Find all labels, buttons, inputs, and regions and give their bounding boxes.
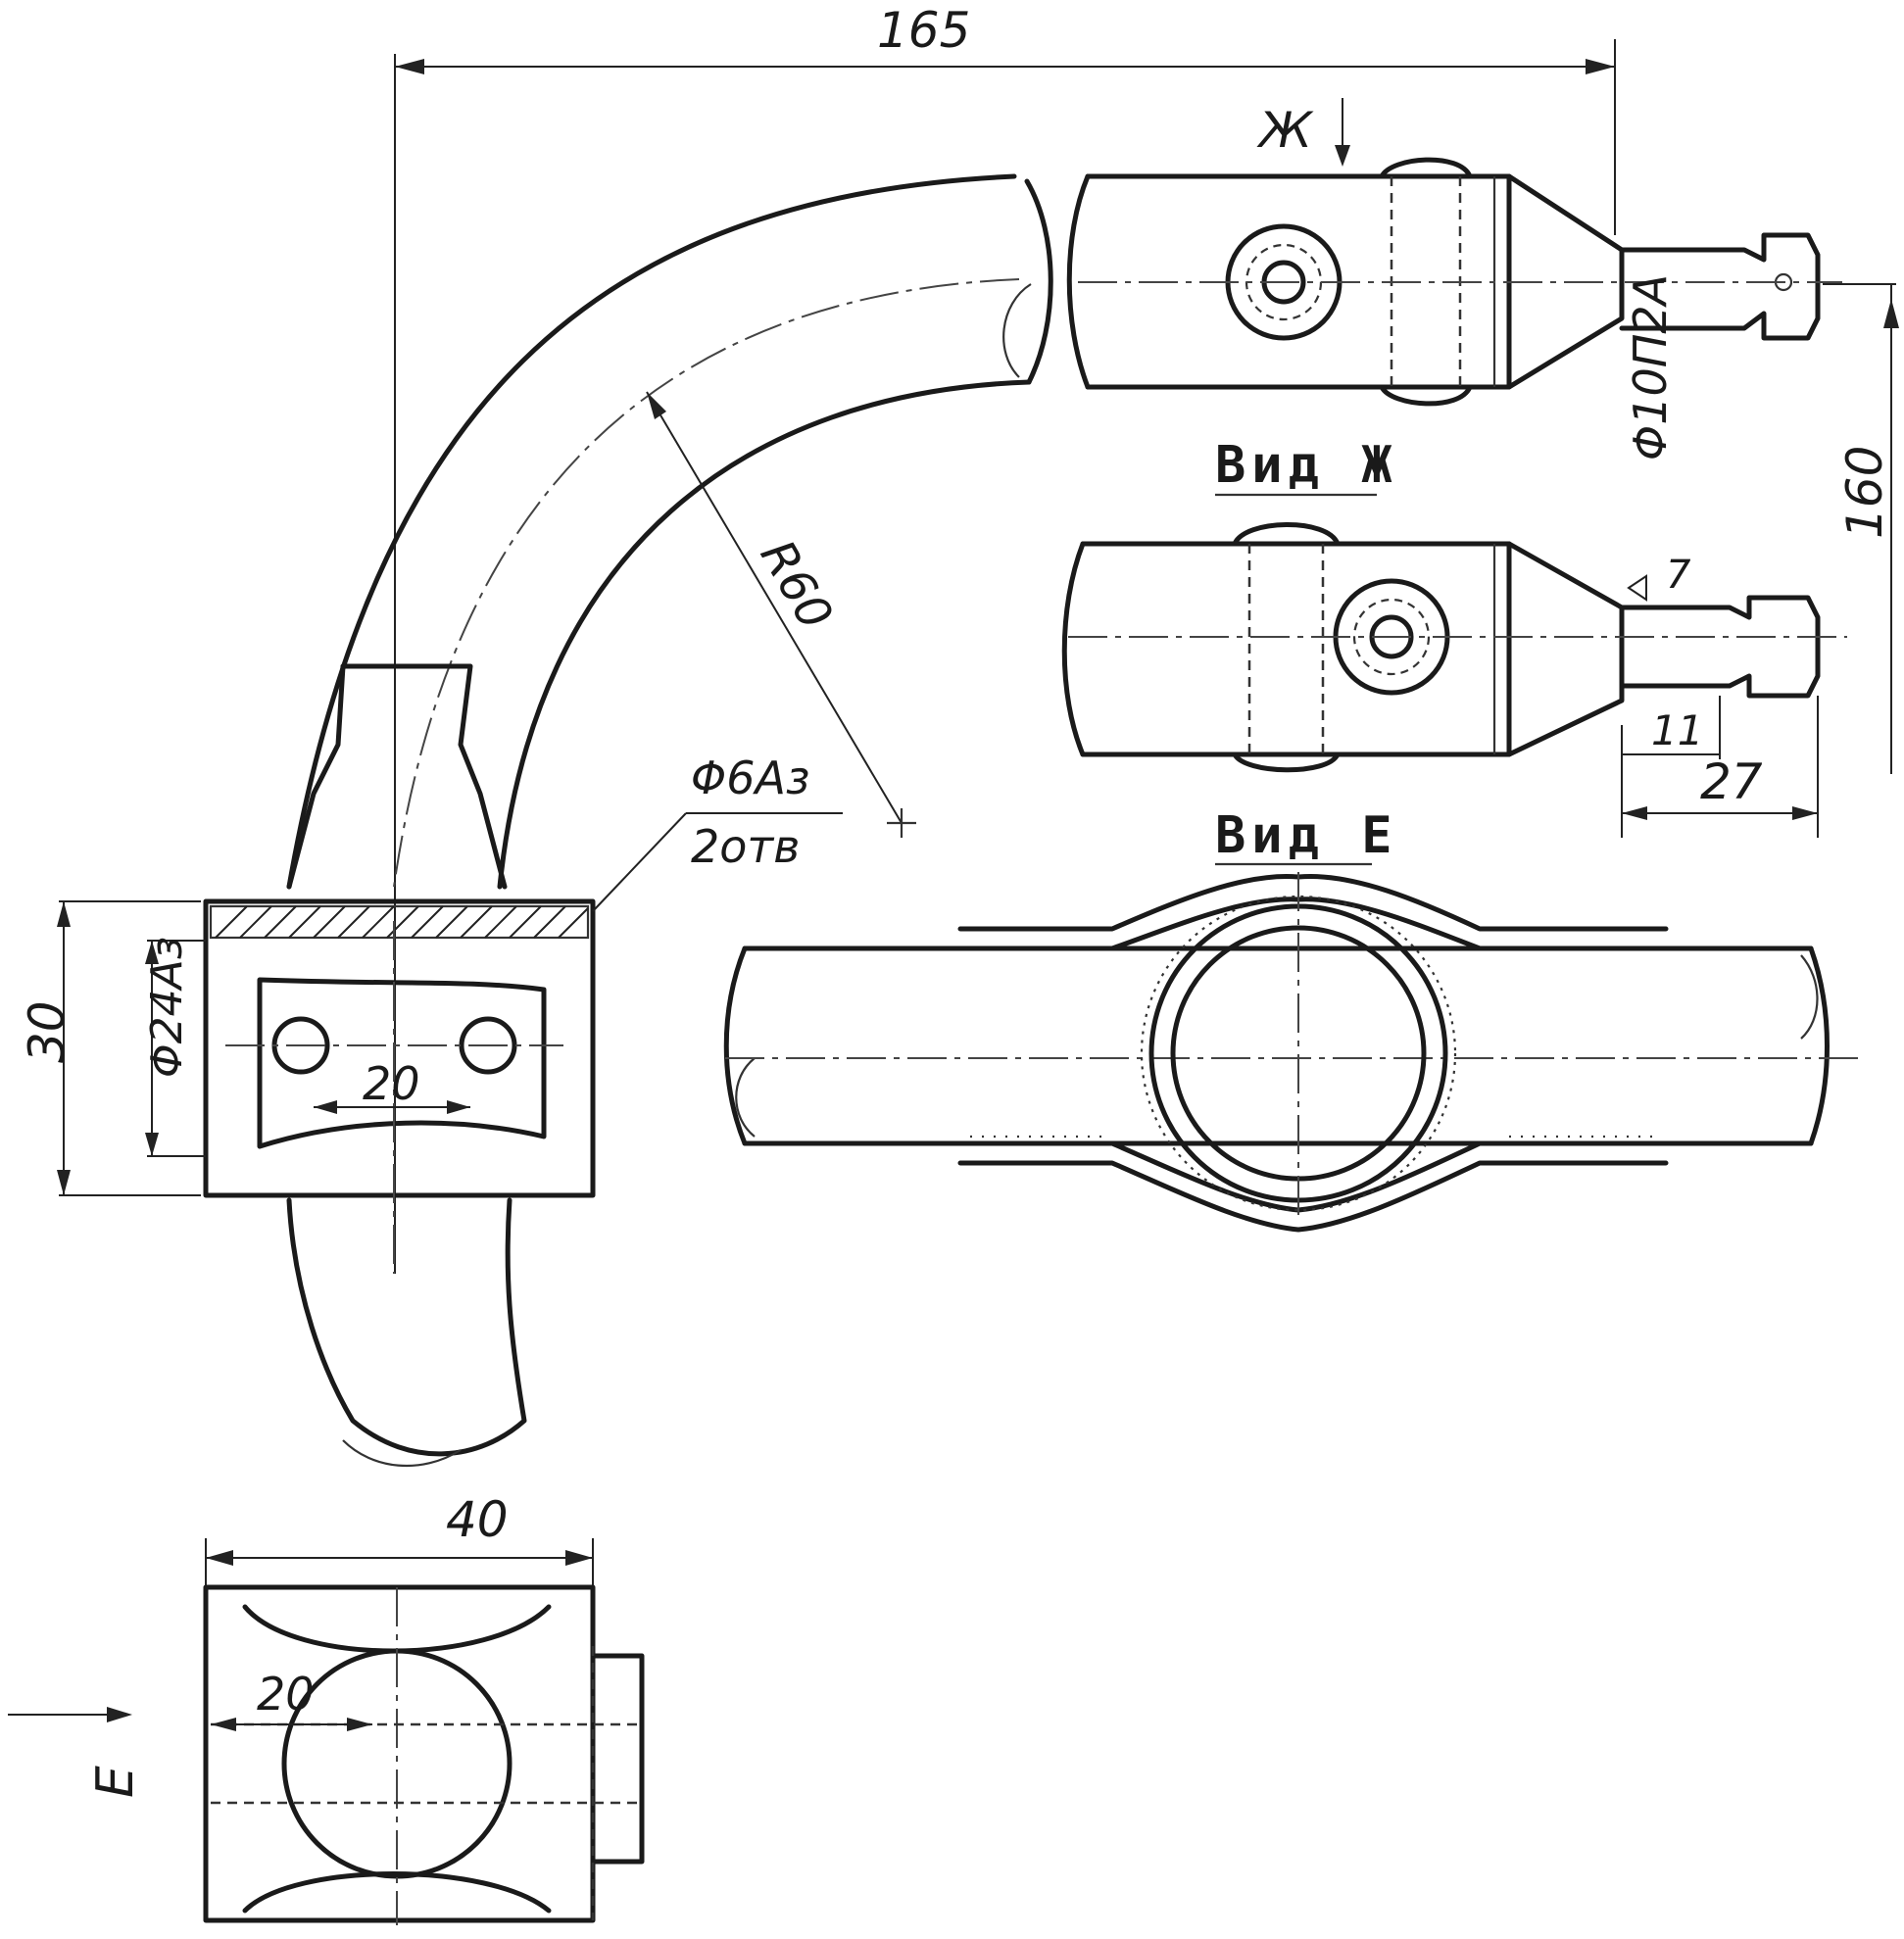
height-30-label: 30	[19, 1000, 75, 1063]
dimension-160-label: 160	[1836, 446, 1893, 539]
hole-count-label: 2отв	[691, 820, 800, 873]
hatch-pattern	[215, 905, 589, 939]
dimension-165-label: 165	[877, 2, 970, 59]
sleeve-block: 20 30 Φ24Аз Φ6Аз 2отв	[19, 663, 843, 1468]
top-fitting	[1066, 157, 1842, 407]
view-e-title: Вид Е	[1215, 806, 1398, 865]
view-zh: Вид Ж 7 11 27	[1061, 436, 1847, 838]
width-40-label: 40	[446, 1491, 509, 1548]
bore-diameter-label: Φ24Аз	[142, 937, 192, 1078]
hole-spacing-label: 20	[363, 1057, 420, 1110]
arrow-zh-label: Ж	[1256, 102, 1314, 159]
radius-label: R60	[750, 531, 844, 639]
bottom-section: 40 20	[203, 1491, 645, 1925]
view-e: Вид Е	[723, 806, 1862, 1233]
bent-tube	[286, 173, 1053, 890]
small-hole-diameter-label: Φ6Аз	[691, 751, 809, 804]
dimension-160: 160 Φ10П2А	[1624, 274, 1899, 774]
dimension-11-label: 11	[1651, 706, 1703, 754]
dimension-7-label: 7	[1666, 553, 1691, 598]
dimension-27-label: 27	[1700, 753, 1763, 810]
section-20-label: 20	[257, 1668, 315, 1721]
view-zh-arrow: Ж	[1256, 98, 1350, 167]
view-e-arrow: Е	[8, 1707, 145, 1798]
arrow-e-label: Е	[86, 1766, 145, 1798]
pin-diameter-label: Φ10П2А	[1624, 274, 1677, 461]
view-zh-title: Вид Ж	[1215, 436, 1398, 495]
dimension-165: 165	[394, 2, 1616, 1274]
